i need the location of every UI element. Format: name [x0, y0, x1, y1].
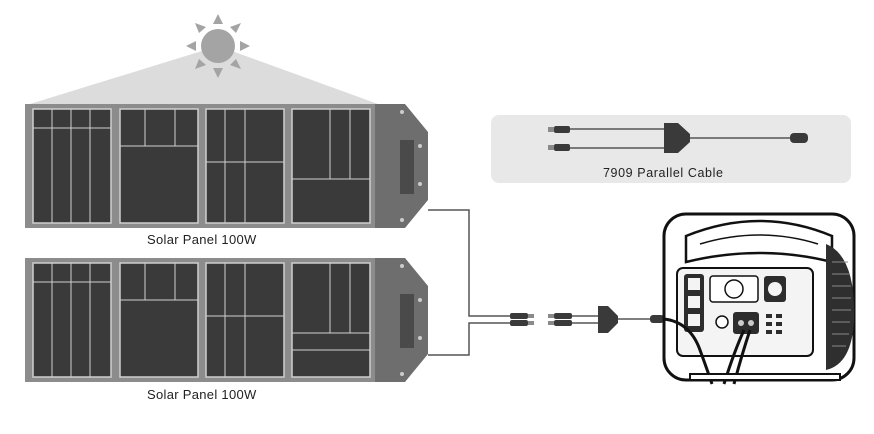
parallel-cable-installed: [548, 306, 664, 333]
panel-connectors: [510, 313, 534, 326]
sunlight-beam: [30, 46, 378, 104]
solar-panel-1: [25, 104, 428, 228]
power-station-icon: [662, 212, 856, 385]
parallel-cable-label: 7909 Parallel Cable: [603, 166, 724, 180]
sun-icon: [186, 14, 250, 78]
parallel-cable-box: [491, 115, 851, 183]
panel-wires: [428, 209, 510, 356]
solar-panel-1-label: Solar Panel 100W: [147, 232, 257, 247]
solar-panel-2: [25, 258, 428, 382]
parallel-cable-icon: [548, 123, 808, 153]
solar-panel-2-label: Solar Panel 100W: [147, 387, 257, 402]
